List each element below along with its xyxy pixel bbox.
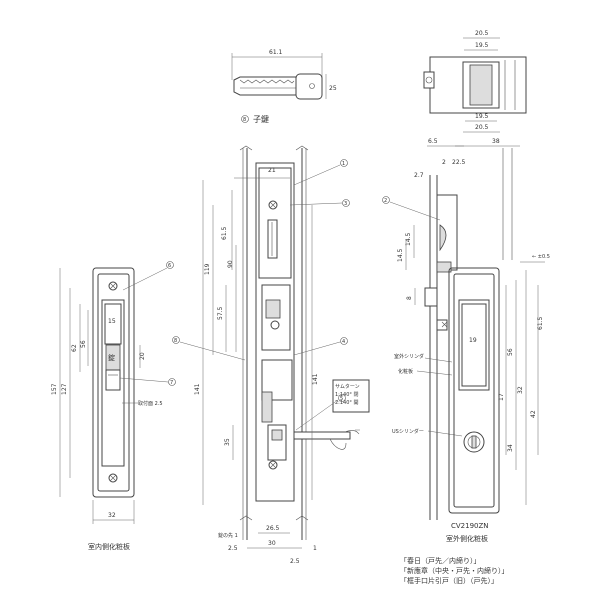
svg-text:6: 6 [168, 263, 171, 269]
key-label: 子鍵 [253, 114, 269, 124]
svg-text:19.5: 19.5 [475, 113, 489, 120]
key-height-dim: 25 [329, 85, 337, 92]
svg-text:化粧板: 化粧板 [398, 368, 413, 375]
svg-text:32: 32 [517, 386, 524, 394]
lock-case [255, 162, 295, 502]
svg-text:42: 42 [530, 410, 537, 418]
interior-plate-caption: 室内側化粧板 [88, 542, 130, 551]
svg-text:3: 3 [344, 201, 347, 207]
exterior-escutcheon-plate: 19 56 61.5 17 42 32 34 ← ±0.5 CV2190ZN 室… [446, 254, 550, 543]
thumb-turn-spindle [293, 431, 351, 440]
svg-text:14.5: 14.5 [397, 248, 404, 262]
svg-text:2:140° 開: 2:140° 開 [335, 400, 359, 406]
svg-text:38: 38 [492, 138, 500, 145]
svg-text:127: 127 [61, 383, 68, 395]
plate-section-view: 20.5 19.5 19.5 20.5 [423, 30, 527, 133]
svg-text:19: 19 [469, 337, 477, 344]
svg-text:6.5: 6.5 [428, 138, 438, 145]
svg-text:22.5: 22.5 [452, 159, 466, 166]
side-elevation-view: 6.5 38 2.7 2 22.5 14.5 14.5 8 2 室外シリンダ 化… [382, 138, 520, 520]
svg-text:56: 56 [507, 348, 514, 356]
svg-text:2.5: 2.5 [290, 558, 300, 565]
svg-text:8: 8 [406, 296, 413, 300]
svg-text:32: 32 [108, 512, 116, 519]
footer-line-1: 「春日（戸先／内締り）」 [400, 556, 481, 565]
footer-line-3: 「框手口片引戸（旧）（戸先）」 [400, 576, 498, 585]
svg-text:2.7: 2.7 [414, 172, 424, 179]
svg-text:2: 2 [442, 159, 446, 166]
svg-text:錠の先 1: 錠の先 1 [218, 532, 238, 539]
svg-text:62: 62 [71, 344, 78, 352]
svg-text:90: 90 [227, 260, 234, 268]
svg-text:56: 56 [80, 340, 87, 348]
key-bow [295, 73, 323, 100]
svg-text:30: 30 [268, 540, 276, 547]
svg-text:4: 4 [342, 339, 345, 345]
cylinder-label: USシリンダー [392, 428, 424, 435]
svg-text:5: 5 [340, 396, 343, 402]
svg-text:17: 17 [498, 393, 505, 401]
svg-text:119: 119 [204, 263, 211, 275]
svg-text:1: 1 [342, 161, 345, 167]
key-view: 61.1 25 8 子鍵 [231, 49, 337, 124]
svg-text:室外シリンダ: 室外シリンダ [394, 353, 424, 360]
svg-text:7: 7 [170, 380, 173, 386]
footer-line-2: 「新應章（中央・戸先・内締り）」 [400, 566, 509, 575]
key-blade [233, 76, 297, 96]
model-number: CV2190ZN [451, 522, 489, 530]
svg-text:57.5: 57.5 [217, 306, 224, 320]
svg-text:141: 141 [312, 373, 319, 385]
svg-text:8: 8 [243, 117, 246, 123]
interior-escutcheon-plate: 15 錠 157 127 62 56 20 32 室内側化粧板 6 7 取付面 … [51, 261, 176, 551]
svg-text:1:140° 閉: 1:140° 閉 [335, 392, 359, 398]
svg-text:取付面 2.5: 取付面 2.5 [138, 400, 163, 407]
lock-body-assembly: 21 61.5 119 90 57.5 141 141 35 26.5 30 2… [172, 145, 370, 565]
svg-text:錠: 錠 [108, 353, 115, 362]
svg-text:8: 8 [174, 338, 177, 344]
svg-text:26.5: 26.5 [266, 525, 280, 532]
svg-text:19.5: 19.5 [475, 42, 489, 49]
footer-notes: 「春日（戸先／内締り）」 「新應章（中央・戸先・内締り）」 「框手口片引戸（旧）… [400, 556, 509, 585]
svg-text:61.5: 61.5 [537, 316, 544, 330]
svg-text:14.5: 14.5 [405, 232, 412, 246]
key-length-dim: 61.1 [269, 49, 283, 56]
svg-text:157: 157 [51, 383, 58, 395]
svg-text:1: 1 [313, 545, 317, 552]
svg-text:20: 20 [139, 352, 146, 360]
svg-text:2: 2 [384, 198, 387, 204]
svg-text:21: 21 [268, 167, 276, 174]
svg-text:35: 35 [224, 438, 231, 446]
svg-text:34: 34 [507, 444, 514, 452]
svg-text:サムターン: サムターン [335, 383, 360, 390]
svg-text:2.5: 2.5 [228, 545, 238, 552]
svg-text:← ±0.5: ← ±0.5 [532, 254, 550, 260]
svg-text:15: 15 [108, 318, 116, 325]
svg-text:61.5: 61.5 [221, 226, 228, 240]
svg-text:141: 141 [194, 383, 201, 395]
svg-text:20.5: 20.5 [475, 124, 489, 131]
svg-text:20.5: 20.5 [475, 30, 489, 37]
exterior-plate-caption: 室外側化粧板 [446, 534, 488, 543]
